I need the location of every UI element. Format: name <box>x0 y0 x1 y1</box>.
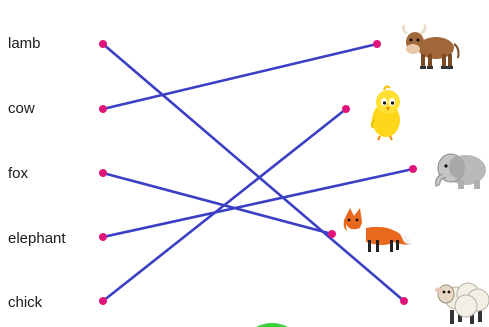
match-line-fox-fox <box>103 173 332 234</box>
left-dot-elephant[interactable] <box>99 233 107 241</box>
cow-icon <box>403 26 458 69</box>
match-line-chick-chick <box>103 109 346 301</box>
left-dot-lamb[interactable] <box>99 40 107 48</box>
left-dot-fox[interactable] <box>99 169 107 177</box>
right-dot-fox[interactable] <box>328 230 336 238</box>
match-line-cow-cow <box>103 44 377 109</box>
right-dot-elephant[interactable] <box>409 165 417 173</box>
right-dot-sheep[interactable] <box>400 297 408 305</box>
sheep-icon <box>435 283 489 324</box>
bottom-green-shape <box>256 323 288 327</box>
left-dot-cow[interactable] <box>99 105 107 113</box>
chick-icon <box>372 86 400 140</box>
left-dot-chick[interactable] <box>99 297 107 305</box>
right-dot-cow[interactable] <box>373 40 381 48</box>
right-dot-chick[interactable] <box>342 105 350 113</box>
elephant-icon <box>436 154 486 189</box>
fox-icon <box>344 208 412 252</box>
match-line-lamb-sheep <box>103 44 404 301</box>
